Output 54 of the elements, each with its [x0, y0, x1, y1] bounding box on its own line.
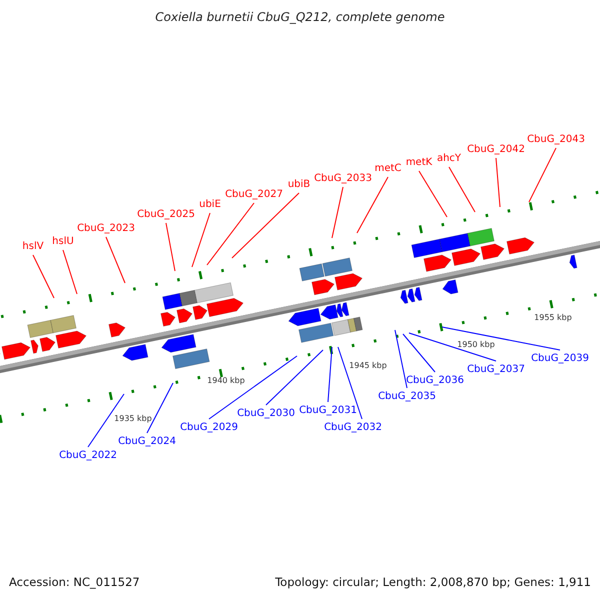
leader-line [146, 382, 174, 434]
gene-label: CbuG_2029 [180, 422, 238, 434]
gene-label: CbuG_2022 [59, 450, 117, 462]
gene-label: CbuG_2031 [299, 405, 357, 417]
scale-label: 1950 kbp [457, 340, 495, 349]
leader-line [418, 170, 448, 218]
gene-label: ahcY [436, 153, 462, 165]
gene-label: CbuG_2024 [118, 436, 176, 448]
scale-label: 1935 kbp [114, 414, 152, 423]
gene-label: ubiB [288, 179, 310, 191]
gene-label: metK [406, 157, 432, 169]
gene-label: CbuG_2042 [467, 144, 525, 156]
scale-label: 1940 kbp [207, 376, 245, 385]
gene-label: CbuG_2023 [77, 223, 135, 235]
leader-line [394, 330, 408, 388]
leader-line [332, 186, 344, 238]
leader-line [408, 332, 496, 362]
gene-label: CbuG_2036 [406, 375, 464, 387]
leader-line [496, 158, 500, 208]
leader-line [192, 212, 210, 268]
leader-line [62, 250, 78, 294]
diagram-title: Coxiella burnetii CbuG_Q212, complete genome [155, 10, 445, 24]
leader-line [356, 176, 388, 234]
scale-label: 1955 kbp [534, 313, 572, 322]
leader-line [106, 236, 126, 284]
leader-line [528, 148, 556, 202]
gene-label: ubiE [199, 199, 221, 211]
gene-label: CbuG_2039 [531, 353, 589, 365]
accession-text: Accession: NC_011527 [9, 575, 140, 589]
leader-line [206, 202, 254, 266]
gene-label: CbuG_2037 [467, 364, 525, 376]
leader-line [448, 166, 476, 212]
gene-label: CbuG_2033 [314, 173, 372, 185]
gene-label: CbuG_2043 [527, 134, 585, 146]
scale-label: 1945 kbp [349, 361, 387, 370]
leader-line [338, 346, 362, 420]
leader-line [208, 356, 298, 420]
gene-label: CbuG_2030 [237, 408, 295, 420]
leader-line [328, 346, 332, 402]
gene-label: CbuG_2035 [378, 391, 436, 403]
gene-label: CbuG_2032 [324, 422, 382, 434]
summary-text: Topology: circular; Length: 2,008,870 bp; Genes: 1,911 [275, 575, 591, 589]
gene-label: CbuG_2027 [225, 189, 283, 201]
gene-label: hslU [52, 236, 74, 248]
leader-line [166, 222, 176, 272]
leader-line [88, 394, 124, 448]
gene-label: metC [374, 163, 402, 175]
leader-line [232, 192, 300, 258]
leader-line [266, 350, 324, 406]
gene-label: CbuG_2025 [137, 209, 195, 221]
leader-line [32, 254, 54, 298]
leader-line [442, 326, 560, 350]
gene-label: hslV [22, 241, 44, 253]
leader-line [402, 334, 436, 372]
